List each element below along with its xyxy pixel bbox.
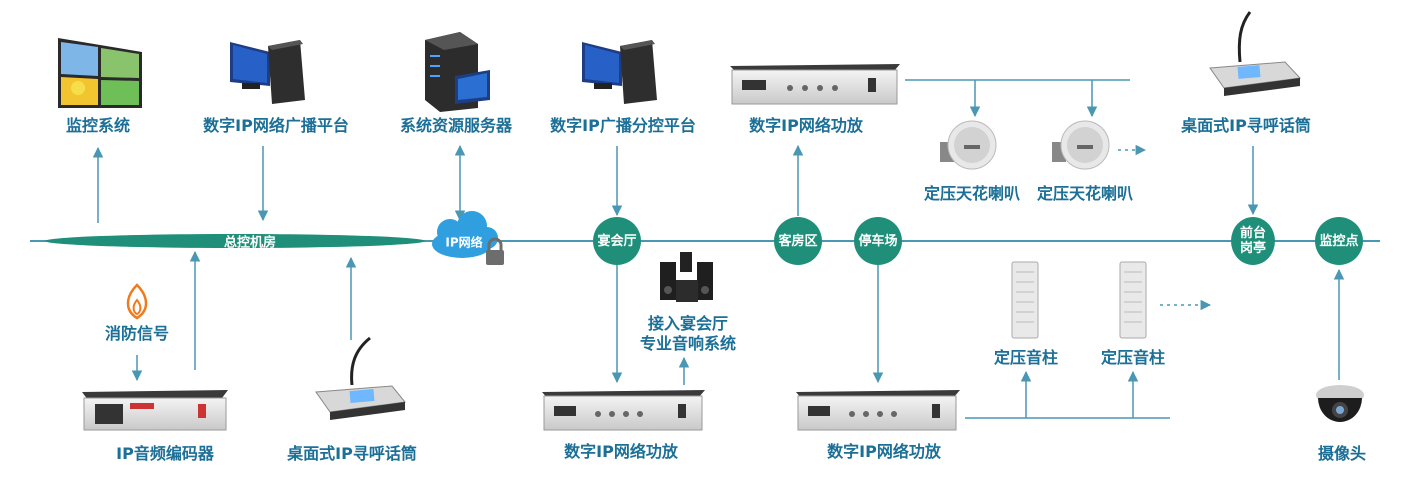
node-parking: 停车场: [854, 217, 902, 265]
node-front-desk: 前台岗亭: [1231, 217, 1275, 265]
control-room-label: 总控机房: [223, 235, 277, 251]
label-desk-mic-top: 桌面式IP寻呼话筒: [1181, 116, 1311, 135]
label-column-speaker-1: 定压音柱: [993, 348, 1059, 367]
label-fire-signal: 消防信号: [104, 324, 170, 343]
node-monitor-point: 监控点: [1315, 217, 1363, 265]
label-zone-control-platform: 数字IP广播分控平台: [550, 116, 696, 135]
desk-microphone-icon: [315, 336, 406, 420]
label-banquet-audio-line2: 专业音响系统: [639, 334, 737, 353]
cloud-network-icon: [432, 211, 498, 258]
node-banquet: 宴会厅: [593, 217, 641, 265]
label-resource-server: 系统资源服务器: [399, 116, 513, 135]
label-audio-encoder: IP音频编码器: [116, 444, 214, 463]
control-room-hub: [45, 234, 425, 248]
desk-microphone-icon: [1209, 11, 1302, 96]
label-ceiling-speaker-2: 定压天花喇叭: [1036, 184, 1134, 203]
computer-icon: [230, 40, 305, 104]
computer-icon: [582, 40, 657, 104]
lock-icon: [486, 237, 504, 265]
ip-network-label: IP网络: [445, 235, 483, 250]
label-amp-banquet: 数字IP网络功放: [564, 442, 678, 461]
ceiling-speaker-icon: [1052, 120, 1110, 170]
column-speaker-icon: [1119, 261, 1147, 339]
label-desk-mic-bottom: 桌面式IP寻呼话筒: [287, 444, 417, 463]
server-icon: [425, 32, 490, 112]
label-surveillance: 监控系统: [65, 116, 131, 135]
column-speaker-icon: [1011, 261, 1039, 339]
label-amp-top: 数字IP网络功放: [749, 116, 863, 135]
connectors: [92, 79, 1345, 419]
pro-audio-speakers-icon: [660, 252, 713, 302]
node-guestroom: 客房区: [774, 217, 822, 265]
video-wall-icon: [58, 38, 142, 108]
label-ceiling-speaker-1: 定压天花喇叭: [923, 184, 1021, 203]
label-amp-parking: 数字IP网络功放: [827, 442, 941, 461]
amplifier-icon: [796, 390, 960, 431]
label-banquet-audio-line1: 接入宴会厅: [647, 314, 729, 333]
label-ip-broadcast-platform: 数字IP网络广播平台: [203, 116, 349, 135]
label-column-speaker-2: 定压音柱: [1100, 348, 1166, 367]
amplifier-icon: [542, 390, 705, 431]
dome-camera-icon: [1316, 385, 1364, 422]
flame-icon: [126, 283, 148, 320]
ceiling-speaker-icon: [940, 120, 997, 170]
encoder-icon: [82, 390, 228, 431]
amplifier-icon: [730, 64, 900, 105]
label-camera: 摄像头: [1317, 444, 1367, 463]
